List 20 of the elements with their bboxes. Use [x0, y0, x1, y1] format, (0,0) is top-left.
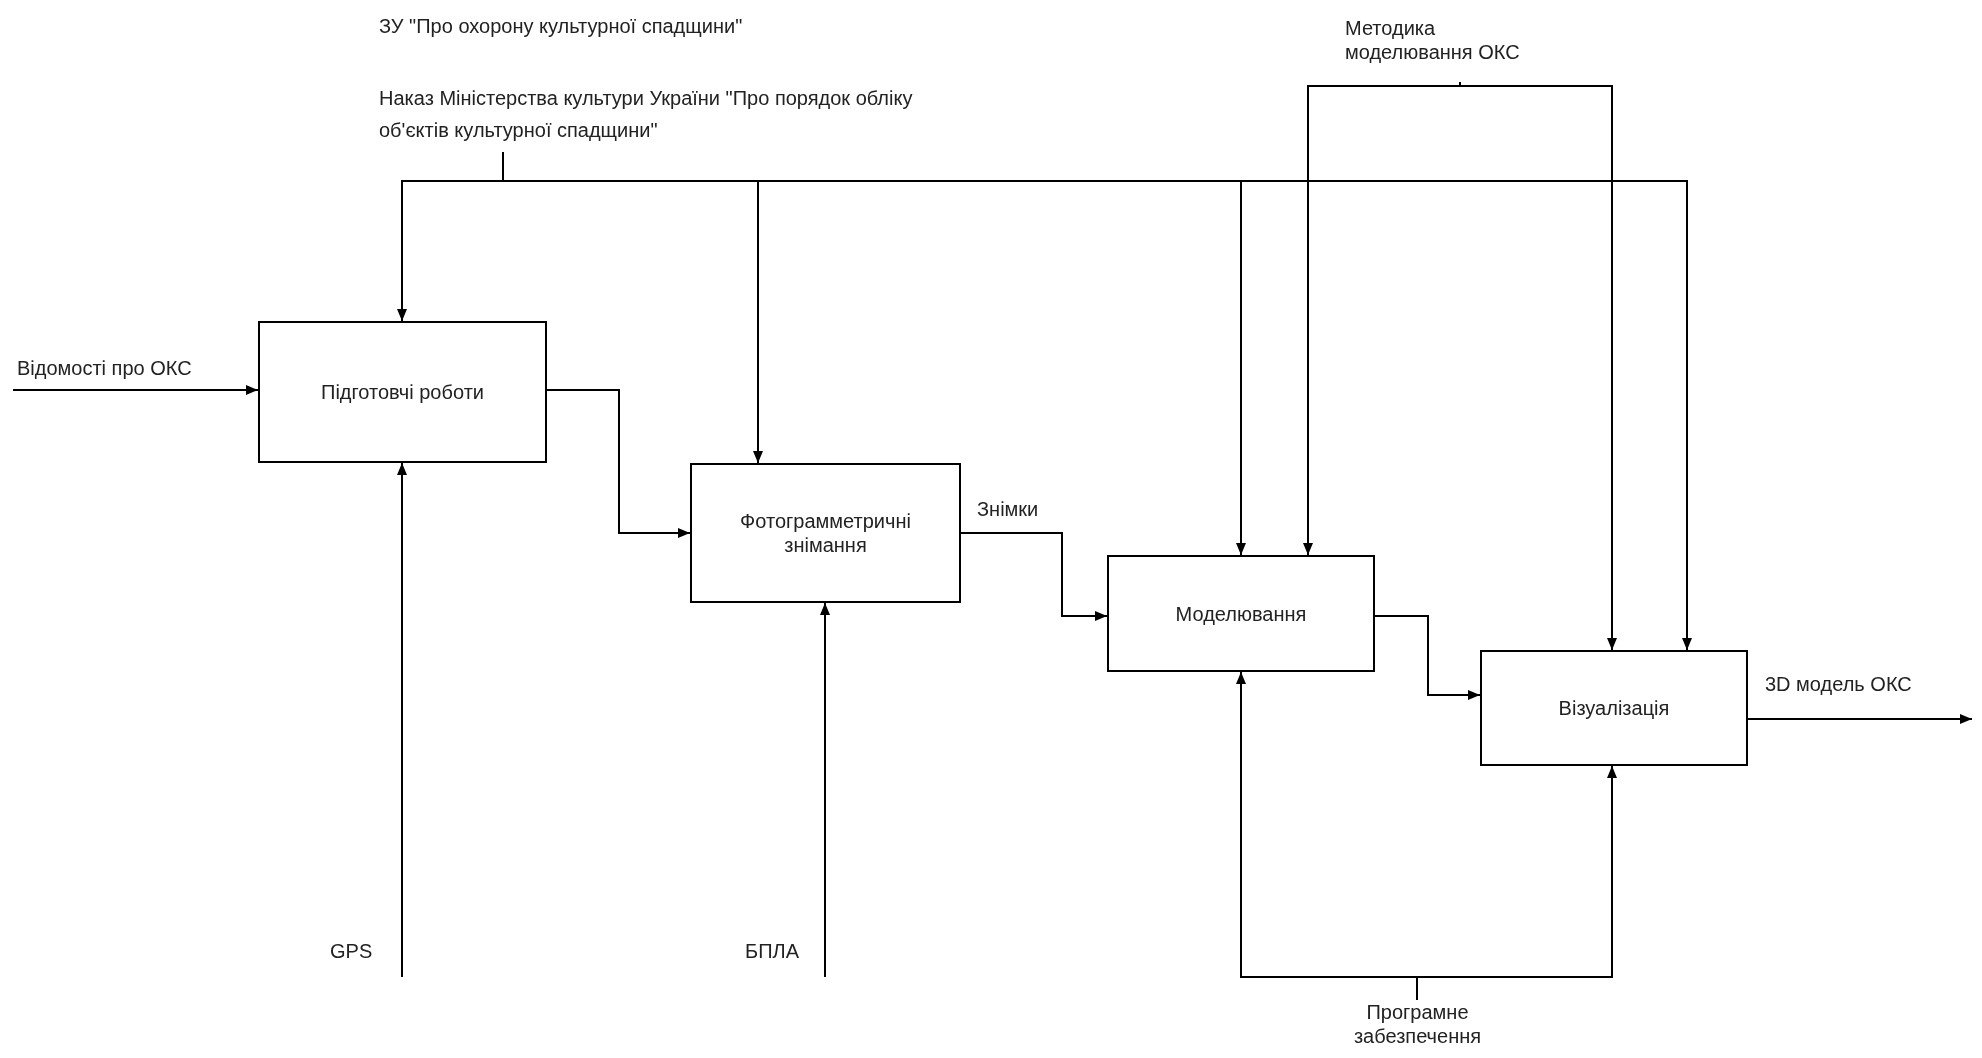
process-box: Візуалізація	[1480, 650, 1748, 766]
arrow	[1374, 615, 1481, 700]
arrow	[1459, 81, 1617, 651]
mechanism-label: GPS	[330, 939, 373, 963]
arrow-label: Методика моделювання ОКС	[1345, 16, 1521, 64]
arrow	[12, 385, 259, 395]
mechanism-label: БПЛА	[745, 939, 799, 963]
process-box: Моделювання	[1107, 555, 1375, 672]
process-box: Підготовчі роботи	[258, 321, 547, 463]
arrow	[960, 532, 1108, 621]
arrow	[546, 389, 691, 538]
control-label: Наказ Міністерства культури України "Про порядок обліку об'єктів культурної спадщини"	[379, 86, 914, 143]
arrow-label: Програмне забезпечення	[1352, 1000, 1483, 1048]
control-label: ЗУ "Про охорону культурної спадщини"	[379, 14, 744, 39]
arrow	[502, 151, 1692, 651]
arrow	[820, 602, 830, 978]
process-box: Фотограмметричні знімання	[690, 463, 961, 603]
arrow	[1416, 765, 1617, 1001]
arrow	[1747, 714, 1973, 724]
arrow	[397, 462, 407, 978]
